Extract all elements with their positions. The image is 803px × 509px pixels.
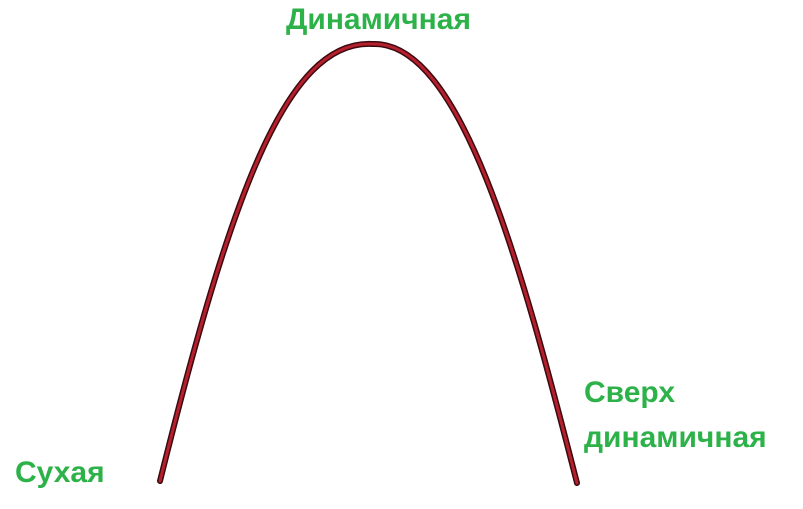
- right-end-label-line2: динамичная: [584, 421, 767, 454]
- right-end-label: Сверх динамичная: [584, 370, 767, 460]
- curve-outline: [157, 40, 580, 486]
- curve-line: [158, 42, 579, 485]
- left-end-label: Сухая: [15, 456, 105, 489]
- peak-label: Динамичная: [286, 3, 471, 36]
- right-end-label-line1: Сверх: [584, 376, 676, 409]
